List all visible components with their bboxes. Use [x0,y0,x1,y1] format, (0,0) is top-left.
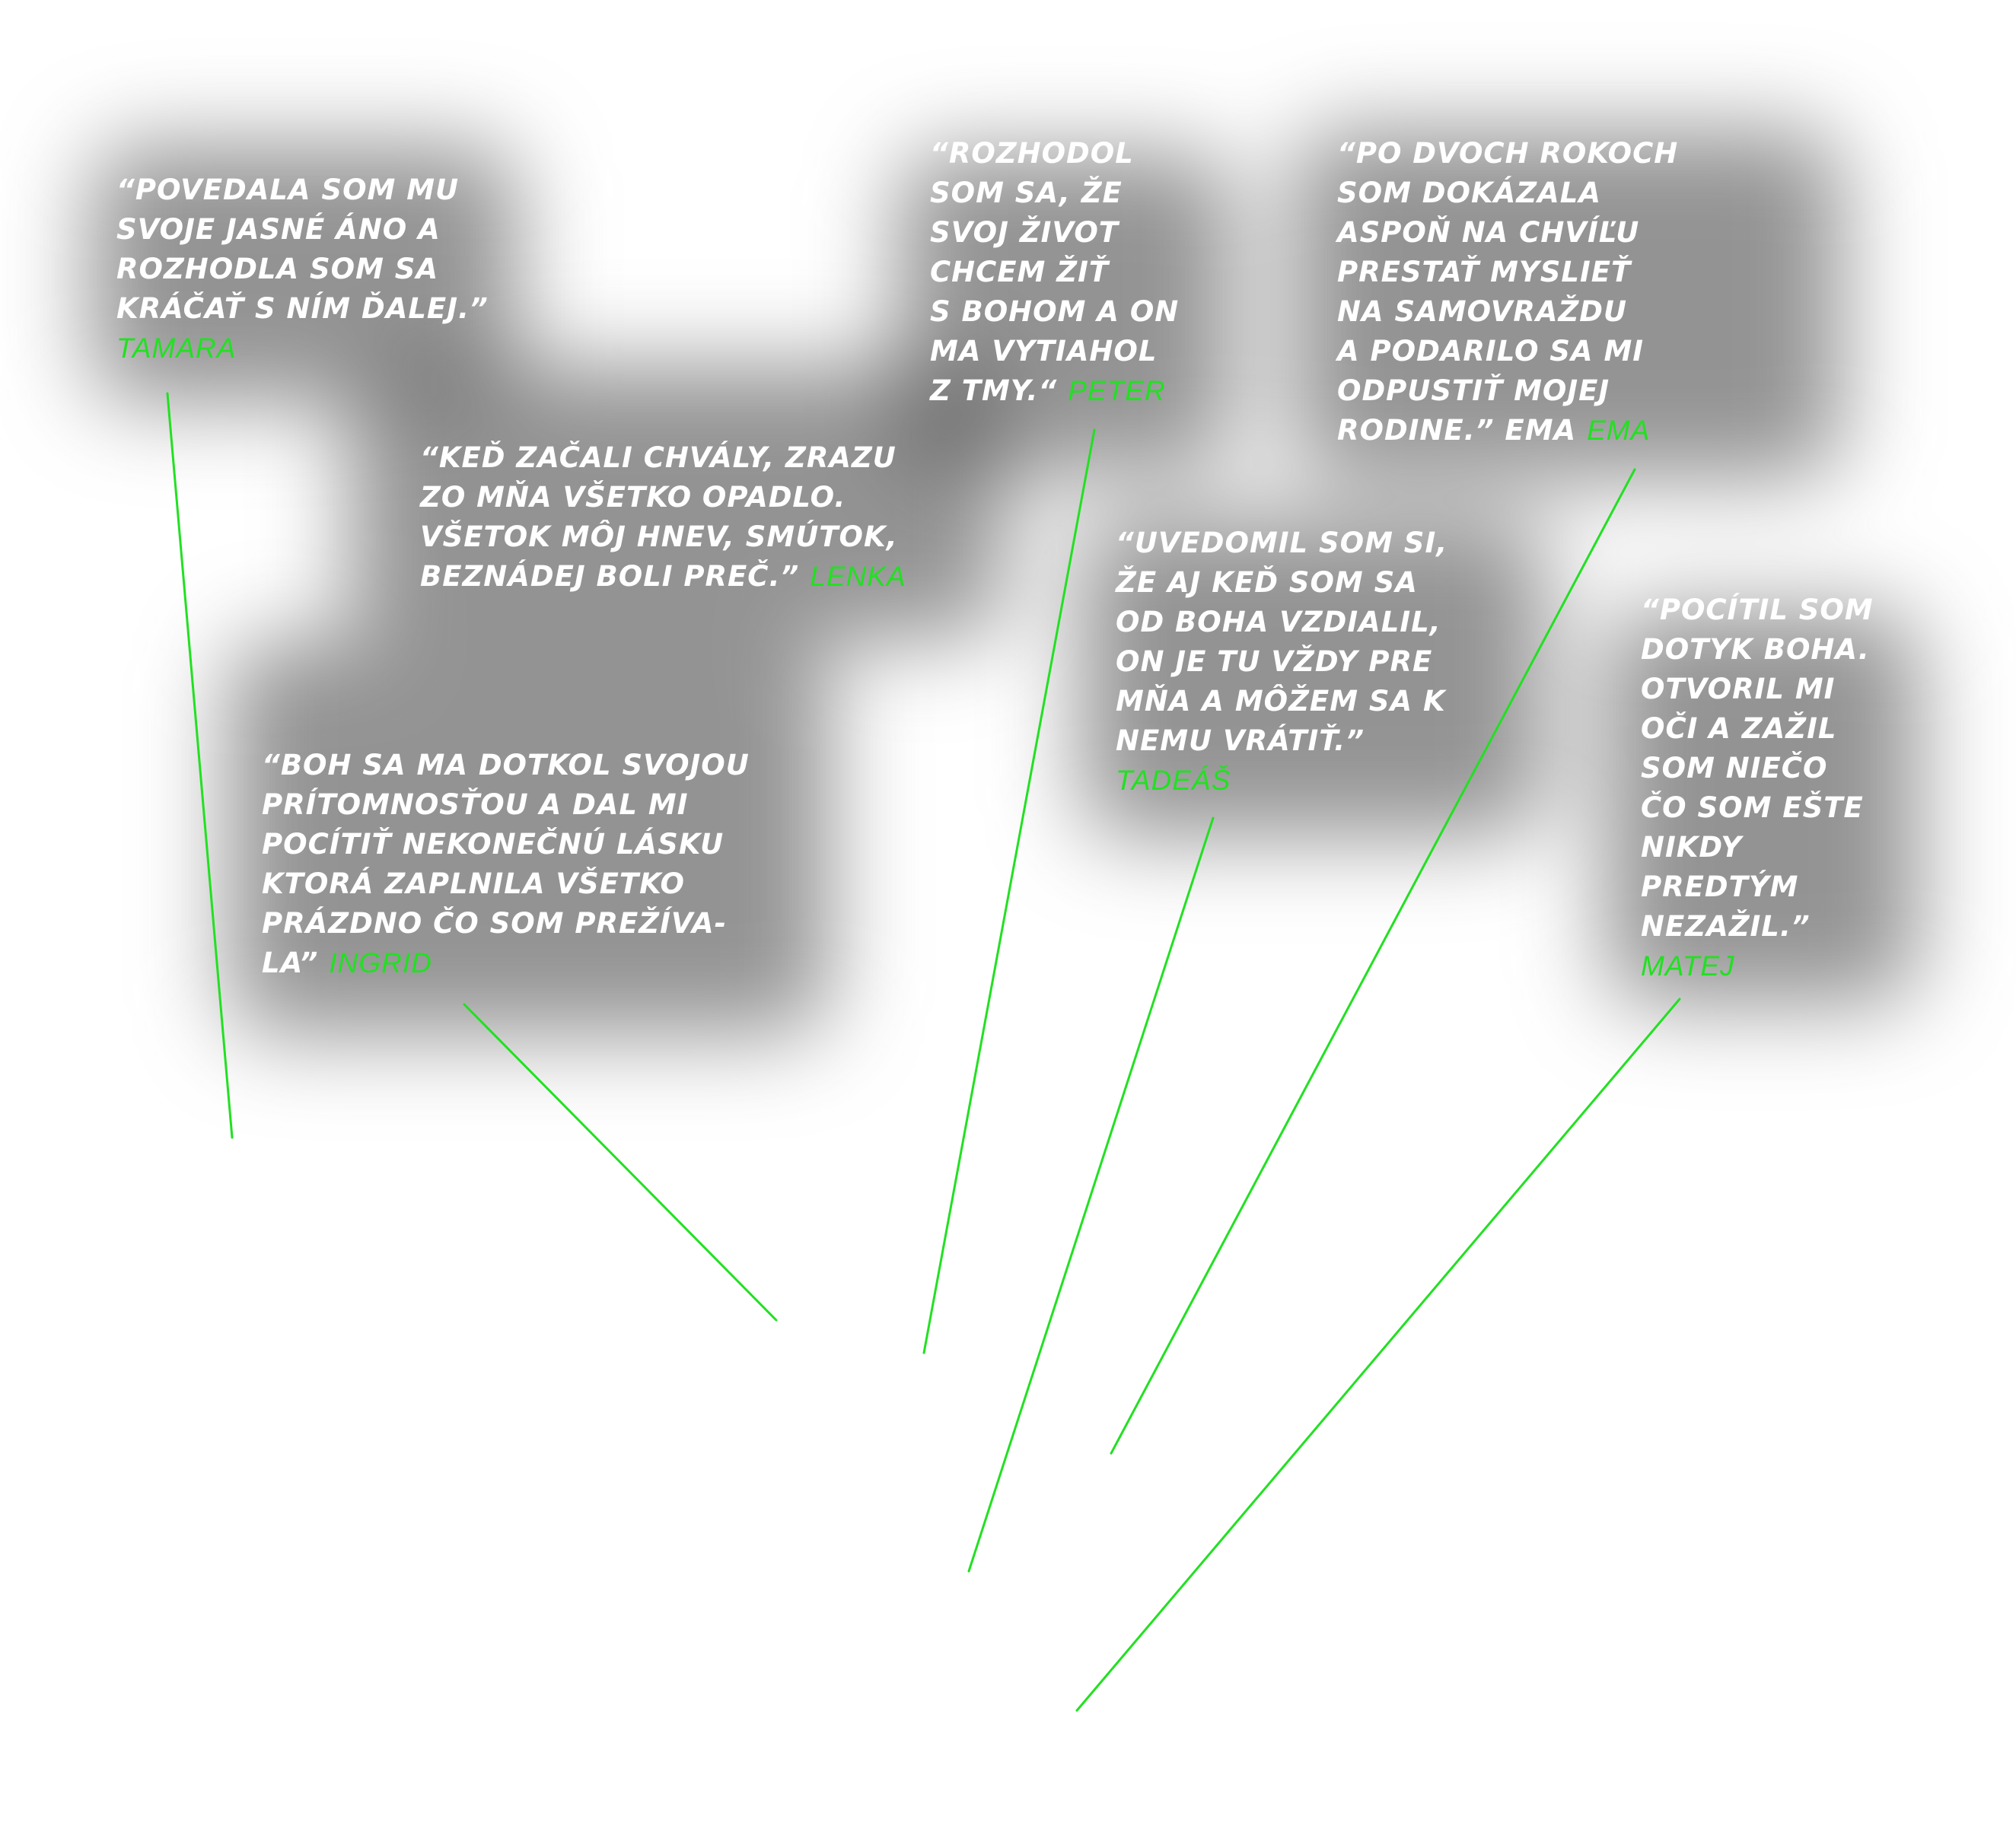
line-tamara [166,392,234,1139]
quote-author: TADEÁŠ [1116,765,1231,796]
shadow-matej [1606,609,1918,1004]
testimonial-matej: “POCÍTIL SOM DOTYK BOHA. OTVORIL MI OČI … [1641,590,1874,986]
line-matej [1075,998,1681,1712]
line-ema [1110,468,1636,1455]
quote-author: LENKA [810,561,906,592]
testimonial-ema: “PO DVOCH ROKOCH SOM DOKÁZALA ASPOŇ NA C… [1337,134,1678,450]
quote-text: “POCÍTIL SOM DOTYK BOHA. OTVORIL MI OČI … [1641,593,1874,943]
testimonial-tamara: “POVEDALA SOM MU SVOJE JASNÉ ÁNO A ROZHO… [116,170,489,368]
shadow-tamara [91,145,518,403]
shadow-ema [1294,129,1842,479]
shadow-ingrid [228,639,830,1035]
testimonial-tadeas: “UVEDOMIL SOM SI, ŽE AJ KEĎ SOM SA OD BO… [1116,523,1448,800]
quote-text: “UVEDOMIL SOM SI, ŽE AJ KEĎ SOM SA OD BO… [1116,527,1448,757]
quote-text: “KEĎ ZAČALI CHVÁLY, ZRAZU ZO MŇA VŠETKO … [420,441,898,593]
quote-text: “ROZHODOL SOM SA, ŽE SVOJ ŽIVOT CHCEM ŽI… [930,137,1180,407]
line-tadeas [967,816,1215,1573]
line-ingrid [463,1003,778,1322]
shadow-peter [898,152,1233,472]
quote-text: “POVEDALA SOM MU SVOJE JASNÉ ÁNO A ROZHO… [116,173,489,325]
testimonial-lenka: “KEĎ ZAČALI CHVÁLY, ZRAZU ZO MŇA VŠETKO … [420,438,906,597]
quote-text: “BOH SA MA DOTKOL SVOJOU PRÍTOMNOSŤOU A … [262,749,750,979]
quote-author: MATEJ [1641,950,1735,982]
testimonial-ingrid: “BOH SA MA DOTKOL SVOJOU PRÍTOMNOSŤOU A … [262,746,750,983]
quote-author: INGRID [329,947,432,979]
quote-text: “PO DVOCH ROKOCH SOM DOKÁZALA ASPOŇ NA C… [1337,137,1679,447]
quote-author: TAMARA [116,333,237,364]
quote-author: EMA [1587,415,1651,446]
line-peter [922,428,1096,1354]
testimonial-peter: “ROZHODOL SOM SA, ŽE SVOJ ŽIVOT CHCEM ŽI… [930,134,1179,411]
quote-author: PETER [1068,375,1166,406]
shadow-lenka [350,365,1005,639]
